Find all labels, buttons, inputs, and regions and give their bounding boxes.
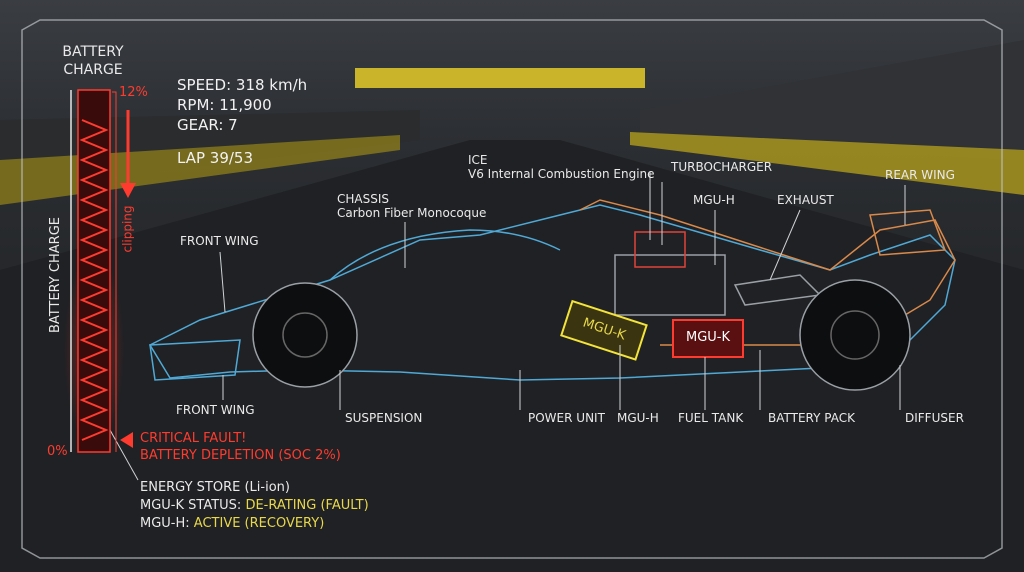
clipping-label: clipping bbox=[120, 205, 135, 253]
track-surface bbox=[0, 140, 1024, 572]
gear-readout: GEAR: 7 bbox=[177, 116, 238, 134]
label-mguk-red: MGU-K bbox=[686, 330, 731, 345]
front-wing-shape bbox=[149, 339, 241, 381]
front-wheel bbox=[252, 282, 358, 388]
label-front-wing-bottom: FRONT WING bbox=[176, 403, 255, 417]
label-mguh-bottom: MGU-H bbox=[617, 411, 659, 425]
fault-detail: BATTERY DEPLETION (SOC 2%) bbox=[140, 448, 341, 463]
mguk-status-label: MGU-K STATUS: bbox=[140, 498, 246, 513]
telemetry: SPEED: 318 km/h RPM: 11,900 GEAR: 7 bbox=[177, 75, 307, 135]
battery-top-percent: 12% bbox=[119, 85, 148, 100]
rpm-readout: RPM: 11,900 bbox=[177, 96, 272, 114]
label-mguh-top: MGU-H bbox=[693, 193, 735, 207]
hud-frame bbox=[21, 19, 1003, 559]
label-exhaust: EXHAUST bbox=[777, 193, 834, 207]
speed-readout: SPEED: 318 km/h bbox=[177, 76, 308, 94]
car-diagram bbox=[148, 199, 956, 391]
pirelli-gantry bbox=[355, 68, 645, 88]
warning-pointer-icon bbox=[120, 432, 133, 448]
chassis-subtitle: Carbon Fiber Monocoque bbox=[337, 206, 487, 220]
battery-title-line2: CHARGE bbox=[63, 62, 123, 78]
label-rear-wing: REAR WING bbox=[885, 168, 955, 182]
battery-bottom-percent: 0% bbox=[47, 444, 68, 459]
mguk-red-unit bbox=[672, 319, 744, 358]
battery-fill-zigzag bbox=[79, 119, 109, 441]
right-grandstand bbox=[640, 40, 1024, 160]
mguk-yellow-unit bbox=[560, 299, 648, 361]
halo-shape bbox=[329, 229, 561, 281]
rear-hub bbox=[830, 310, 880, 360]
lap-counter: LAP 39/53 bbox=[177, 149, 254, 167]
chassis-title: CHASSIS bbox=[337, 192, 390, 206]
rear-wheel bbox=[799, 279, 911, 391]
fault-alert: CRITICAL FAULT! BATTERY DEPLETION (SOC 2… bbox=[140, 430, 341, 464]
system-status: ENERGY STORE (Li-ion) MGU-K STATUS: DE-R… bbox=[140, 479, 369, 533]
turbo-shape bbox=[634, 231, 686, 268]
ice-subtitle: V6 Internal Combustion Engine bbox=[468, 167, 655, 181]
mguh-status-label: MGU-H: bbox=[140, 516, 194, 531]
battery-gauge bbox=[64, 89, 136, 453]
label-fuel-tank: FUEL TANK bbox=[678, 411, 744, 425]
label-turbocharger: TURBOCHARGER bbox=[671, 160, 773, 174]
fault-title: CRITICAL FAULT! bbox=[140, 431, 247, 446]
front-hub bbox=[282, 312, 328, 358]
chassis-outline bbox=[148, 204, 956, 381]
label-battery-pack: BATTERY PACK bbox=[768, 411, 855, 425]
label-diffuser: DIFFUSER bbox=[905, 411, 964, 425]
engine-block bbox=[614, 254, 726, 316]
rear-wing-shape bbox=[869, 209, 947, 256]
label-power-unit: POWER UNIT bbox=[528, 411, 605, 425]
battery-vertical-label: BATTERY CHARGE bbox=[48, 217, 63, 334]
label-front-wing-top: FRONT WING bbox=[180, 234, 259, 248]
battery-title: BATTERY CHARGE bbox=[60, 43, 126, 79]
battery-title-line1: BATTERY bbox=[62, 44, 124, 60]
right-barrier bbox=[630, 132, 1024, 195]
mguh-status-value: ACTIVE (RECOVERY) bbox=[193, 516, 325, 531]
ice-title: ICE bbox=[468, 153, 488, 167]
label-suspension: SUSPENSION bbox=[345, 411, 423, 425]
energy-store-label: ENERGY STORE (Li-ion) bbox=[140, 480, 290, 495]
mguk-status-value: DE-RATING (FAULT) bbox=[245, 498, 369, 513]
